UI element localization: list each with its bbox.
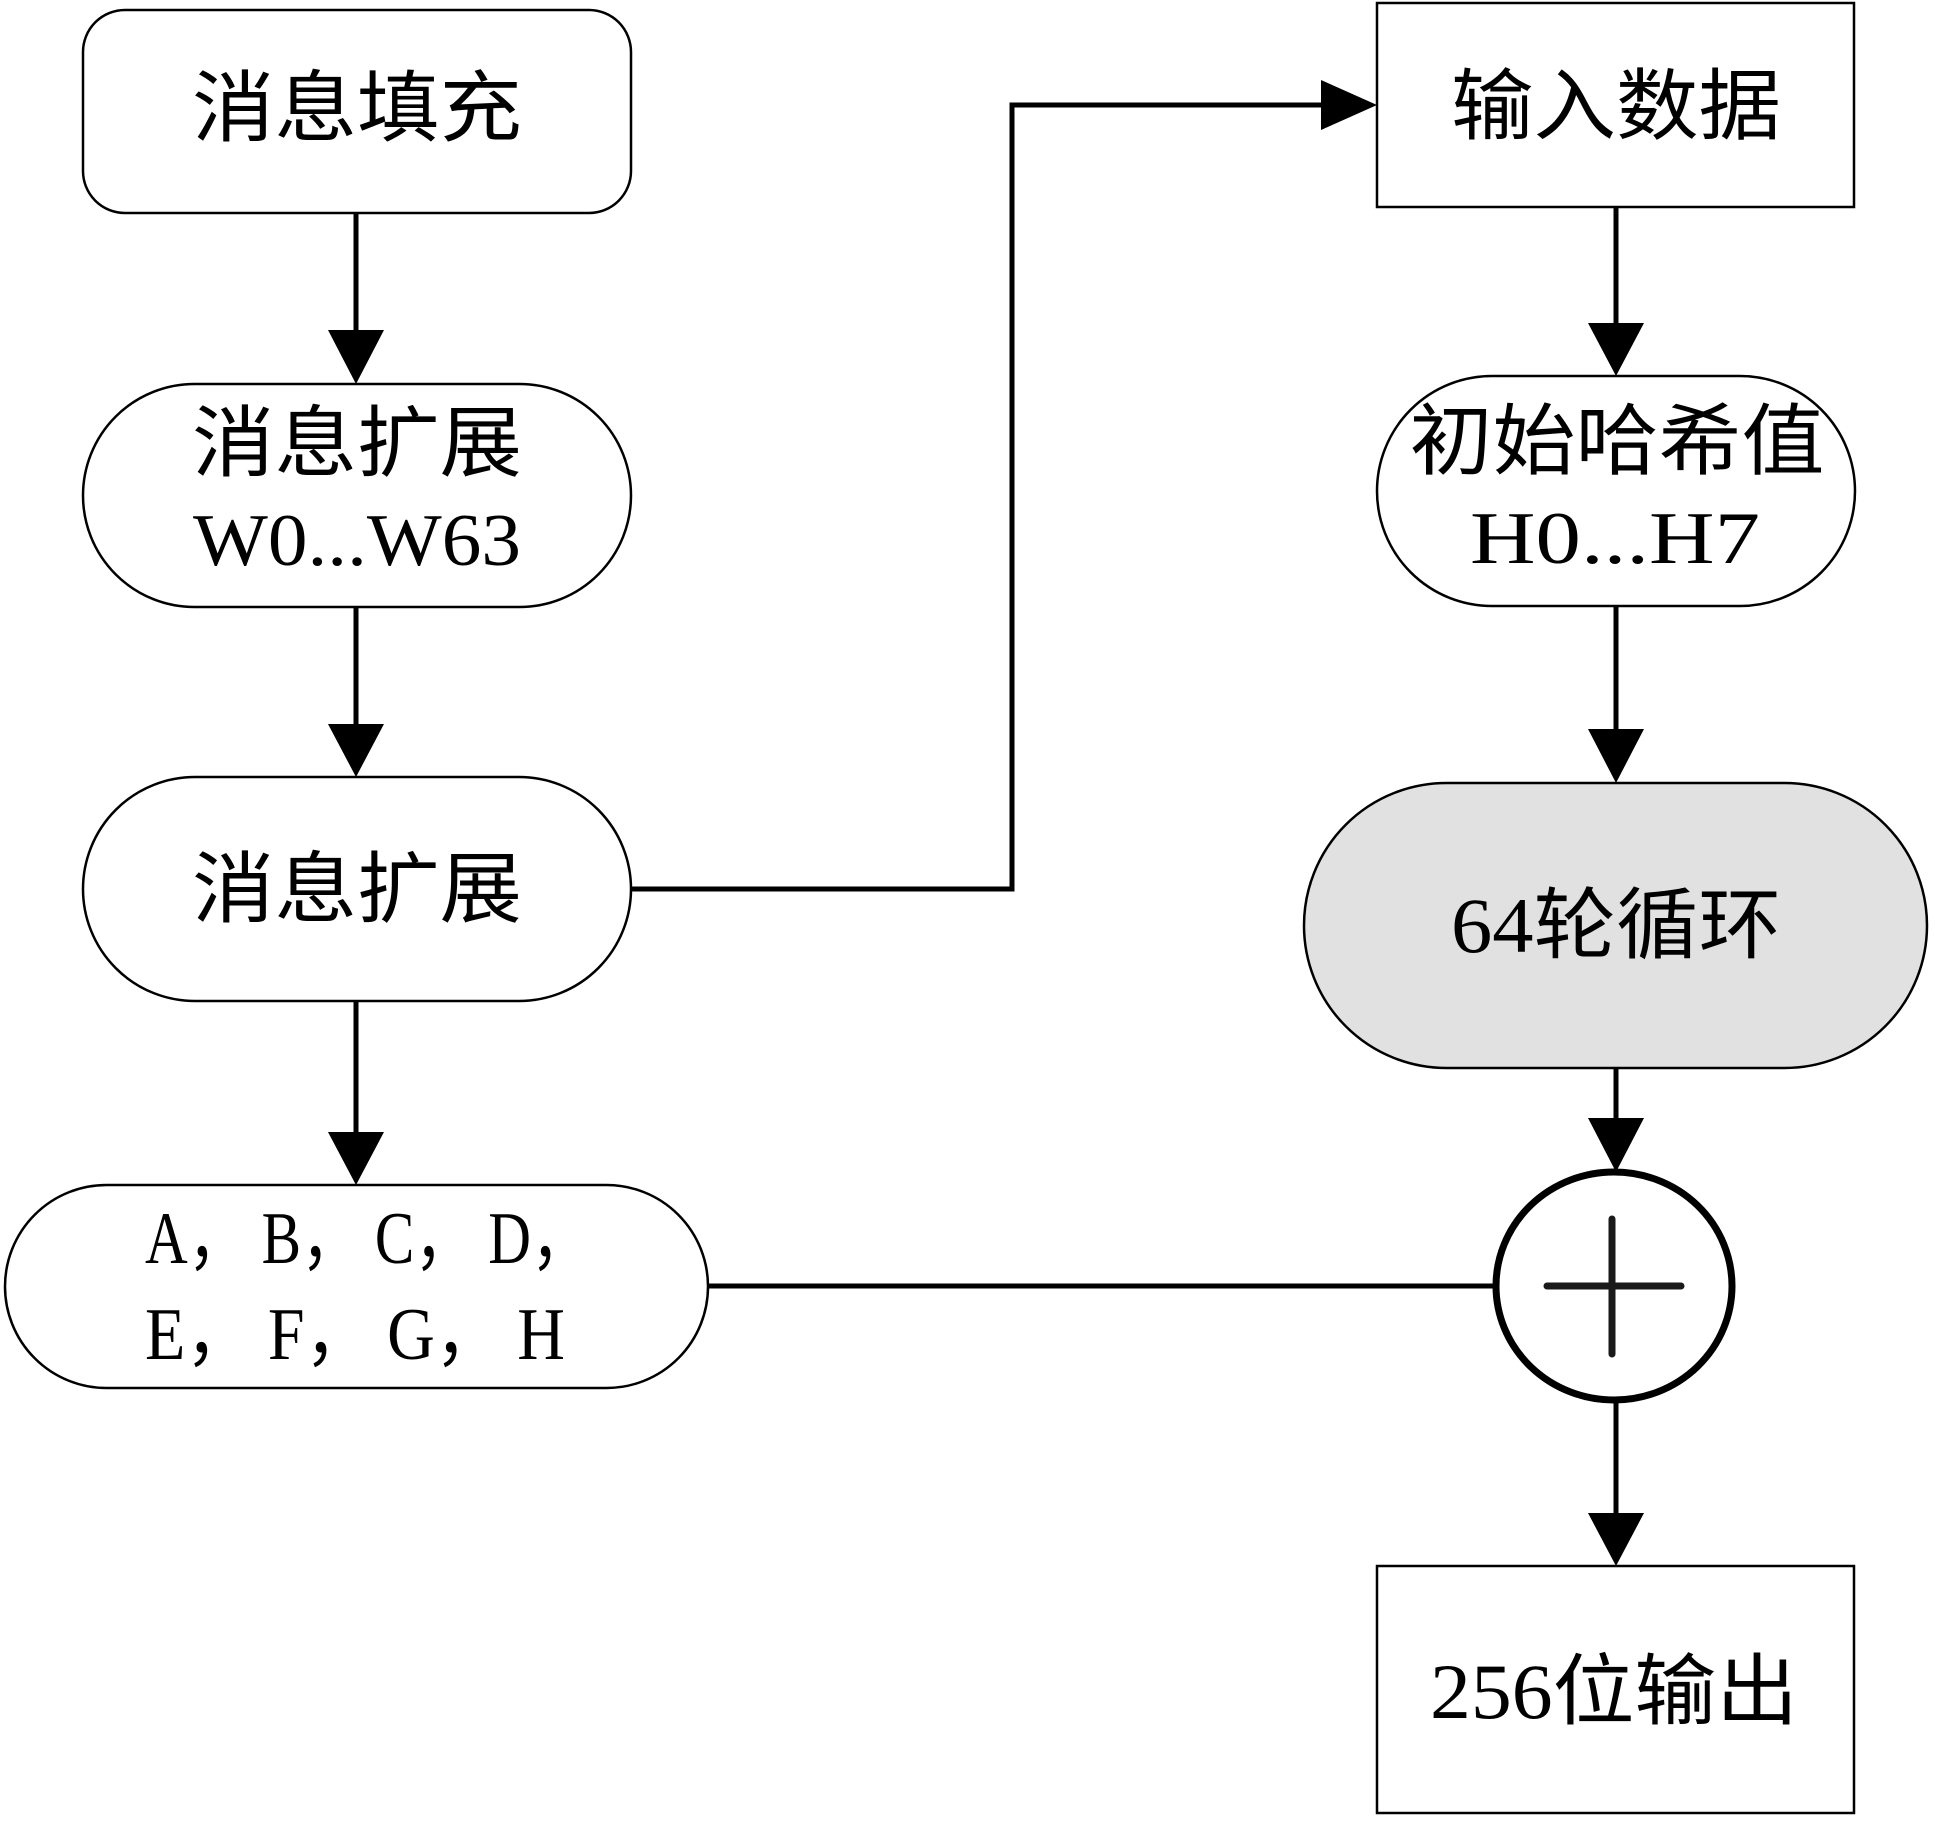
- arrowhead-down-icon: [328, 330, 384, 384]
- edge-expansion-w-to-expansion: [328, 607, 384, 777]
- connector-line: [631, 102, 1325, 892]
- arrowhead-down-icon: [1588, 1513, 1644, 1566]
- arrowhead-down-icon: [1588, 729, 1644, 783]
- node-working-registers-label: A， B， C， D，: [145, 1198, 590, 1280]
- edge-expansion-to-registers: [328, 1001, 384, 1185]
- edge-rounds-to-adder: [1588, 1068, 1644, 1172]
- edge-init-hash-to-rounds: [1588, 606, 1644, 783]
- node-64-rounds[interactable]: 64轮循环: [1302, 781, 1929, 1070]
- node-initial-hash[interactable]: 初始哈希值 H0...H7: [1375, 374, 1857, 608]
- node-message-expansion-w-label: 消息扩展: [192, 400, 522, 487]
- node-message-expansion-label: 消息扩展: [192, 846, 522, 933]
- node-input-data-label: 输入数据: [1451, 63, 1781, 150]
- arrowhead-down-icon: [328, 1132, 384, 1185]
- node-input-data-shape: [1375, 1, 1856, 209]
- node-message-padding[interactable]: 消息填充: [81, 8, 633, 215]
- node-initial-hash-sublabel: H0...H7: [1470, 498, 1760, 580]
- node-256-bit-output-label: 256位输出: [1430, 1648, 1798, 1735]
- node-working-registers-sublabel: E， F， G， H: [145, 1294, 565, 1376]
- edge-expansion-to-input: [631, 80, 1377, 892]
- arrowhead-right-icon: [1321, 80, 1377, 130]
- edge-padding-to-expansion-w: [328, 213, 384, 384]
- arrowhead-down-icon: [1588, 1118, 1644, 1172]
- node-256-bit-output-shape: [1375, 1564, 1856, 1815]
- node-message-expansion-w[interactable]: 消息扩展 W0...W63: [81, 382, 633, 609]
- edge-adder-to-output: [1588, 1400, 1644, 1566]
- node-input-data[interactable]: 输入数据: [1375, 1, 1856, 209]
- edge-input-to-init-hash: [1588, 207, 1644, 376]
- arrowhead-down-icon: [328, 724, 384, 777]
- node-message-expansion-w-sublabel: W0...W63: [193, 500, 521, 582]
- node-256-bit-output[interactable]: 256位输出: [1375, 1564, 1856, 1815]
- arrowhead-down-icon: [1588, 323, 1644, 376]
- node-64-rounds-label: 64轮循环: [1451, 882, 1781, 969]
- node-message-expansion[interactable]: 消息扩展: [81, 775, 633, 1003]
- node-working-registers[interactable]: A， B， C， D， E， F， G， H: [3, 1183, 710, 1390]
- node-adder[interactable]: [1492, 1168, 1736, 1404]
- node-initial-hash-label: 初始哈希值: [1410, 398, 1825, 485]
- node-message-padding-label: 消息填充: [192, 65, 522, 152]
